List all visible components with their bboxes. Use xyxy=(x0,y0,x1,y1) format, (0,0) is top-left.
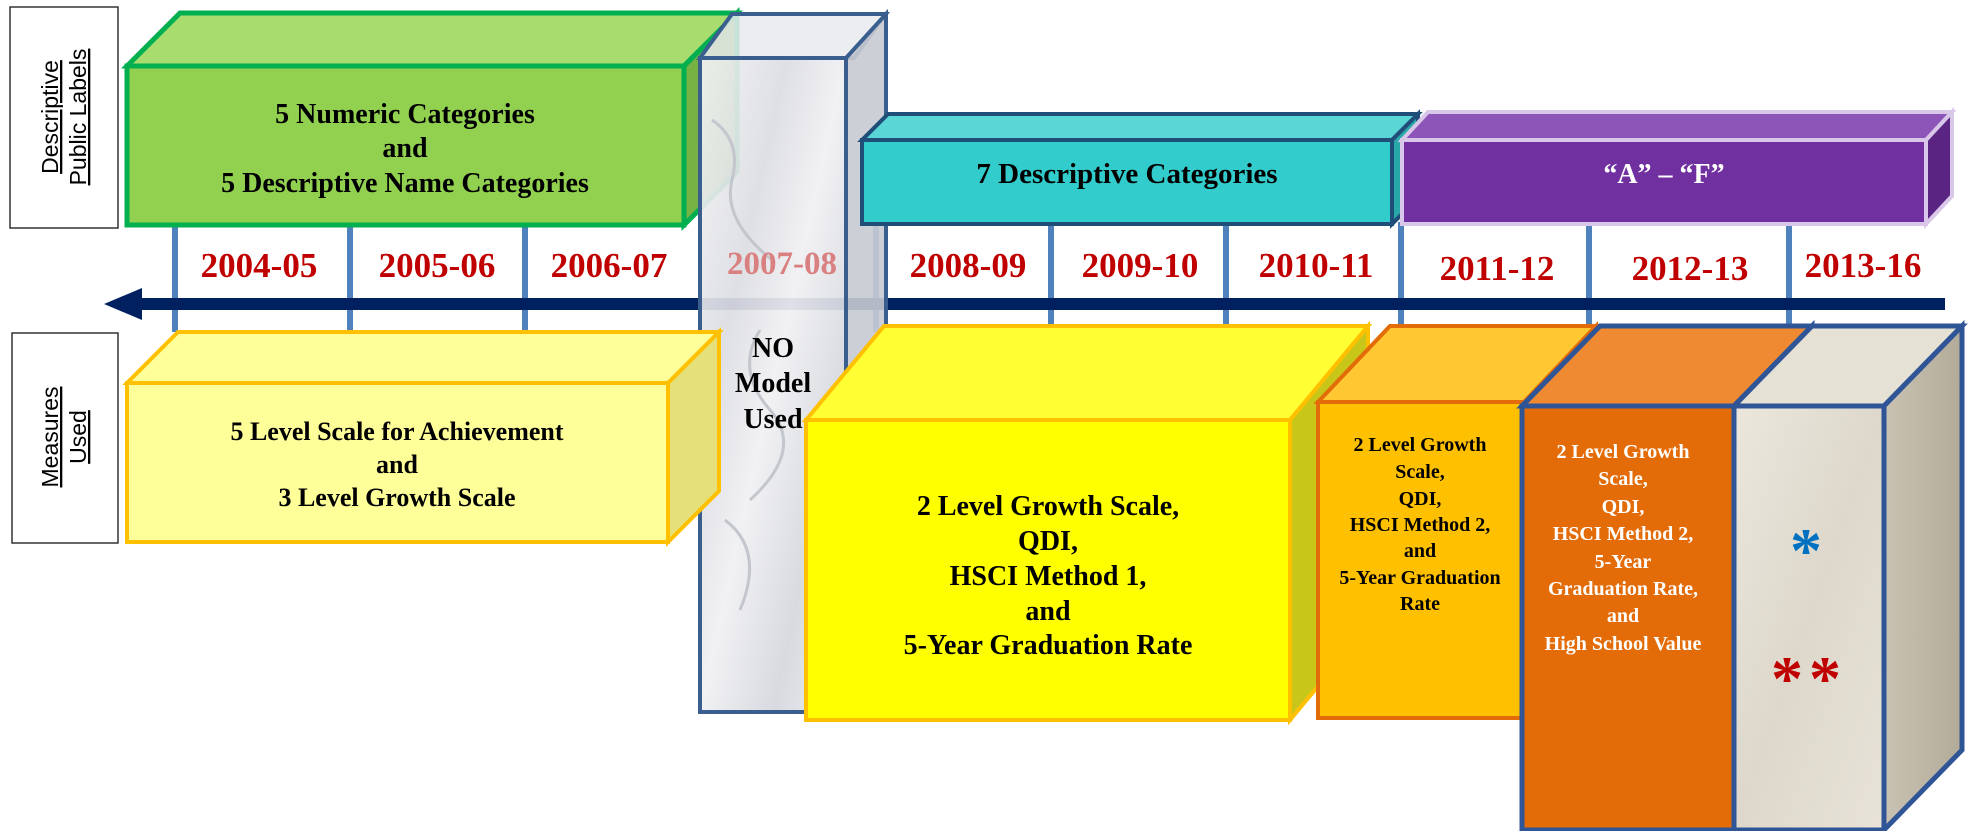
year-label: 2006-07 xyxy=(551,246,668,285)
year-label: 2010-11 xyxy=(1259,246,1374,285)
hs-value-line1: 2 Level Growth xyxy=(1557,441,1690,463)
no-model-line1: NO xyxy=(752,333,794,364)
side-label-public-line1: Descriptive xyxy=(37,60,63,174)
method1-line1: 2 Level Growth Scale, xyxy=(917,491,1179,522)
year-label: 2009-10 xyxy=(1082,246,1199,285)
method2-line4: HSCI Method 2, xyxy=(1350,514,1491,536)
achievement-line3: 3 Level Growth Scale xyxy=(278,483,515,512)
no-model-line2: Model xyxy=(735,368,811,399)
label-box-letter-grades: “A” – “F” xyxy=(1397,106,1957,230)
label-box-descriptive7: 7 Descriptive Categories xyxy=(857,109,1423,229)
method1-line4: and xyxy=(1025,596,1071,627)
timeline-arrow xyxy=(104,288,1945,320)
achievement-line1: 5 Level Scale for Achievement xyxy=(230,417,563,446)
method2-line7: Rate xyxy=(1400,593,1440,615)
measure-box-method1: 2 Level Growth Scale, QDI, HSCI Method 1… xyxy=(801,320,1373,726)
asterisk-single: * xyxy=(1790,515,1822,586)
year-label: 2008-09 xyxy=(910,246,1027,285)
hs-value-line4: HSCI Method 2, xyxy=(1553,523,1694,545)
side-label-measures-line1: Measures xyxy=(37,387,63,488)
method1-line5: 5-Year Graduation Rate xyxy=(904,630,1193,661)
method2-line5: and xyxy=(1404,540,1436,562)
year-label: 2011-12 xyxy=(1440,249,1555,288)
side-label-measures-line2: Used xyxy=(65,410,91,464)
no-model-line3: Used xyxy=(743,404,803,435)
measure-box-future: * ** xyxy=(1728,319,1968,836)
measure-box-achievement: 5 Level Scale for Achievement and 3 Leve… xyxy=(122,327,724,547)
letter-grades-text: “A” – “F” xyxy=(1603,159,1724,190)
method2-line2: Scale, xyxy=(1395,461,1444,483)
numeric-line3: 5 Descriptive Name Categories xyxy=(221,168,589,199)
year-label: 2013-16 xyxy=(1805,246,1922,285)
hs-value-line8: High School Value xyxy=(1545,633,1702,655)
year-label: 2004-05 xyxy=(201,246,318,285)
hs-value-line3: QDI, xyxy=(1602,496,1645,518)
side-label-public: Descriptive Public Labels xyxy=(9,6,119,229)
year-label: 2005-06 xyxy=(379,246,496,285)
method2-line1: 2 Level Growth xyxy=(1354,434,1487,456)
numeric-line1: 5 Numeric Categories xyxy=(275,99,535,130)
hs-value-line7: and xyxy=(1607,605,1639,627)
side-label-public-line2: Public Labels xyxy=(65,49,91,186)
hs-value-line5: 5-Year xyxy=(1595,551,1652,573)
descriptive7-text: 7 Descriptive Categories xyxy=(976,158,1277,190)
side-label-measures: Measures Used xyxy=(11,332,119,544)
timeline-ticks xyxy=(172,222,1792,332)
method1-line2: QDI, xyxy=(1018,526,1078,557)
method2-line3: QDI, xyxy=(1399,488,1442,510)
label-box-numeric: 5 Numeric Categories and 5 Descriptive N… xyxy=(120,6,744,232)
method2-line6: 5-Year Graduation xyxy=(1339,567,1500,589)
asterisk-double: ** xyxy=(1771,643,1847,714)
year-labels: 2004-05 2005-06 2006-07 2008-09 2009-10 … xyxy=(201,246,1922,288)
hs-value-line6: Graduation Rate, xyxy=(1548,578,1698,600)
hs-value-line2: Scale, xyxy=(1598,468,1647,490)
achievement-line2: and xyxy=(376,450,418,479)
numeric-line2: and xyxy=(382,133,428,164)
year-label-faded: 2007-08 xyxy=(727,246,837,282)
method1-line3: HSCI Method 1, xyxy=(950,561,1147,592)
year-label: 2012-13 xyxy=(1632,249,1749,288)
